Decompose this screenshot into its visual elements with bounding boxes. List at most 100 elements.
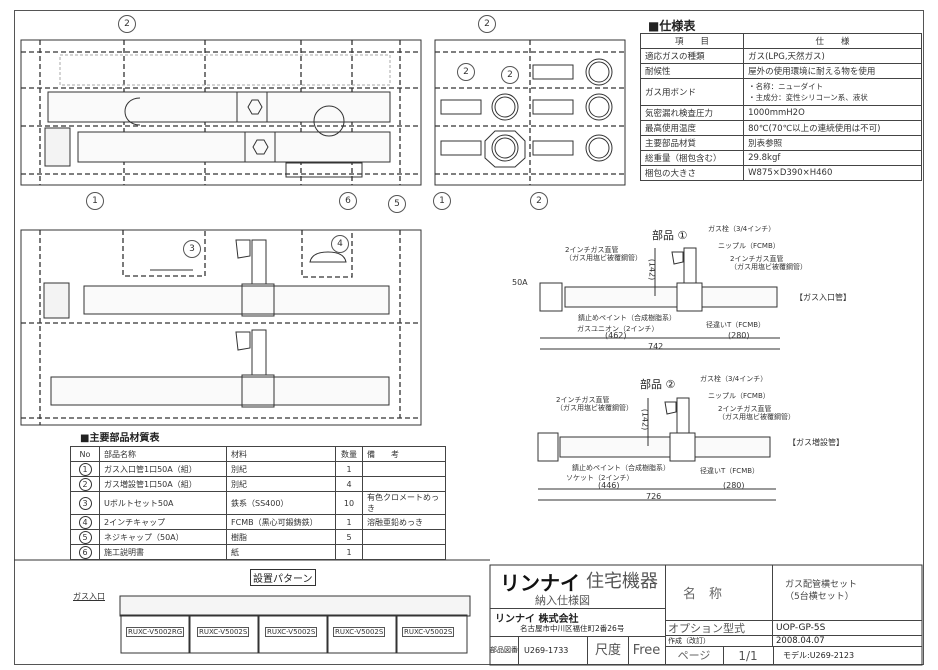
parts-no-label: 部品図番	[490, 636, 519, 665]
part1-dim-total: 742	[648, 342, 664, 351]
callout-3: 3	[183, 240, 201, 258]
cell-spec: 29.8kgf	[743, 150, 922, 166]
part1-nipple-label: ニップル（FCMB）	[718, 242, 780, 250]
part-note	[362, 544, 446, 560]
callout-1: 1	[433, 192, 451, 210]
cell-item: 主要部品材質	[639, 135, 745, 151]
header-note: 備 考	[362, 446, 446, 462]
name-label: 名 称	[665, 565, 773, 621]
table-header: No 部品名称 材料 数量 備 考	[70, 446, 446, 462]
part1-title: 部品 ①	[652, 229, 688, 242]
part2-dim-left: (446)	[598, 481, 620, 490]
part2-dim-right: (280)	[723, 481, 745, 490]
table-row: 適応ガスの種類ガス(LPG,天然ガス)	[639, 48, 922, 64]
scale-label: 尺度	[588, 636, 629, 665]
install-pattern-title: 設置パターン	[250, 569, 316, 586]
unit-label: RUXC-V5002S	[265, 627, 318, 637]
part-qty: 1	[335, 461, 363, 477]
part-note: 溶融亜鉛めっき	[362, 514, 446, 530]
part2-height-dim: (142)	[640, 408, 650, 431]
part-note	[362, 476, 446, 492]
header-spec: 仕 様	[743, 33, 922, 49]
part-no: 6	[78, 545, 92, 559]
part2-nipple-label: ニップル（FCMB）	[708, 392, 770, 400]
page-value: 1/1	[723, 647, 774, 665]
part-note	[362, 461, 446, 477]
part-name: 施工説明書	[99, 544, 227, 560]
callout-1: 1	[86, 192, 104, 210]
cell-item: 総重量（梱包含む）	[639, 150, 745, 166]
cell-spec: 別表参照	[743, 135, 922, 151]
part-note	[362, 529, 446, 545]
company-cell: リンナイ 株式会社 名古屋市中川区福住町2番26号	[490, 608, 666, 637]
title-block: リンナイ 住宅機器 納入仕様図 リンナイ 株式会社 名古屋市中川区福住町2番26…	[490, 565, 922, 665]
part-material: 鉄系（SS400）	[226, 491, 336, 515]
cell-spec: 80℃(70℃以上の連続使用は不可)	[743, 120, 922, 136]
model-value: モデル:U269-2123	[783, 651, 855, 660]
part-material: 別紀	[226, 461, 336, 477]
part1-paint-label: 錆止めペイント（合成樹脂系）	[578, 314, 676, 322]
parts-table-title: ■主要部品材質表	[80, 433, 160, 444]
part1-height-dim: (142)	[647, 258, 657, 281]
cell-item: 耐候性	[639, 63, 745, 79]
parts-no-value: U269-1733	[518, 636, 588, 665]
unit-label: RUXC-V5002S	[333, 627, 386, 637]
brand-cell: リンナイ 住宅機器 納入仕様図	[490, 565, 666, 609]
part-no: 1	[78, 462, 92, 476]
part-note: 有色クロメートめっき	[362, 491, 446, 515]
cell-item: 適応ガスの種類	[639, 48, 745, 64]
header-item: 項 目	[639, 33, 745, 49]
callout-6: 6	[339, 192, 357, 210]
created-value: 2008.04.07	[773, 636, 922, 647]
unit-label: RUXC-V5002S	[402, 627, 455, 637]
header-no: No	[70, 446, 100, 462]
part-name: Uボルトセット50A	[99, 491, 227, 515]
part-qty: 4	[335, 476, 363, 492]
scale-value: Free	[628, 636, 666, 665]
part-qty: 5	[335, 529, 363, 545]
part-no: 4	[78, 515, 92, 529]
table-row: 総重量（梱包含む）29.8kgf	[639, 150, 922, 166]
doc-type: 納入仕様図	[535, 594, 590, 607]
part2-pipe-left-label: 2インチガス直管 （ガス用塩ビ被覆鋼管）	[556, 396, 633, 412]
callout-2: 2	[530, 192, 548, 210]
part-material: 紙	[226, 544, 336, 560]
part1-dim-right: (280)	[728, 331, 750, 340]
drawing-frame	[14, 10, 924, 665]
cell-item: 気密漏れ検査圧力	[639, 105, 745, 121]
part1-union-label: ガスユニオン（2インチ）	[577, 325, 659, 333]
part-material: 樹脂	[226, 529, 336, 545]
part-name: ネジキャップ（50A）	[99, 529, 227, 545]
unit-label: RUXC-V5002S	[197, 627, 250, 637]
part1-pipe-left-label: 2インチガス直管 （ガス用塩ビ被覆鋼管）	[565, 246, 642, 262]
part1-category: 【ガス入口管】	[795, 293, 851, 302]
table-row: ガス用ボンド・名称：ニューダイト ・主成分：変性シリコーン系、液状	[639, 78, 922, 106]
part2-valve-label: ガス栓（3/4インチ）	[700, 375, 768, 383]
part2-category: 【ガス増設管】	[788, 438, 844, 447]
company-address: 名古屋市中川区福住町2番26号	[520, 624, 625, 633]
callout-2: 2	[501, 66, 519, 84]
part-material: FCMB（黒心可鍛鋳鉄）	[226, 514, 336, 530]
part2-socket-label: ソケット（2インチ）	[566, 474, 634, 482]
header-qty: 数量	[335, 446, 363, 462]
callout-4: 4	[331, 235, 349, 253]
created-label: 作成（改訂）	[665, 636, 773, 647]
part1-pipe-right-label: 2インチガス直管 （ガス用塩ビ被覆鋼管）	[730, 255, 807, 271]
part-name: ガス増設管1口50A（組）	[99, 476, 227, 492]
callout-2: 2	[457, 63, 475, 81]
cell-item: ガス用ボンド	[639, 78, 745, 106]
table-row: 耐候性屋外の使用環境に耐える物を使用	[639, 63, 922, 79]
header-material: 材料	[226, 446, 336, 462]
cell-item: 最高使用温度	[639, 120, 745, 136]
option-value: UOP-GP-5S	[773, 621, 922, 636]
part2-dim-total: 726	[646, 492, 662, 501]
cell-spec: W875×D390×H460	[743, 165, 922, 181]
cell-spec: 屋外の使用環境に耐える物を使用	[743, 63, 922, 79]
